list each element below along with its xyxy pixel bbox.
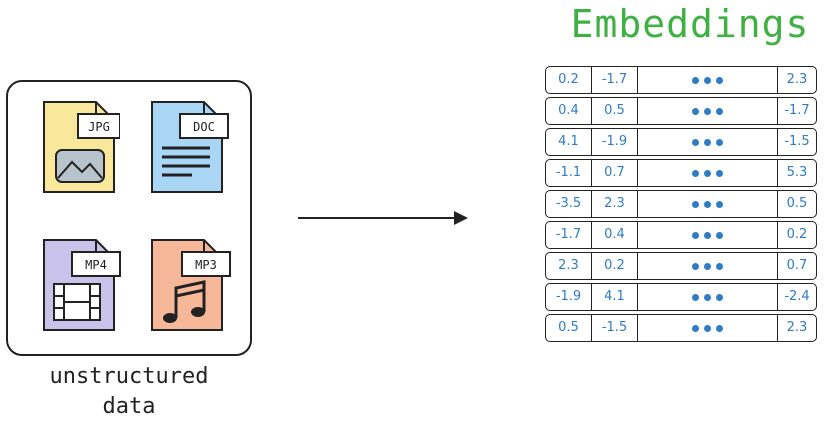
ellipsis-cell xyxy=(638,160,778,186)
dot-icon xyxy=(692,169,699,177)
embedding-value: 0.5 xyxy=(546,315,592,341)
ellipsis-dots-icon xyxy=(638,191,777,217)
embedding-value: -1.9 xyxy=(592,129,638,155)
ellipsis-dots-icon xyxy=(638,67,777,93)
dot-icon xyxy=(704,293,711,301)
doc-file-icon: DOC xyxy=(151,101,229,193)
dot-icon xyxy=(704,200,711,208)
ellipsis-dots-icon xyxy=(638,284,777,310)
embedding-value: 0.2 xyxy=(592,253,638,279)
mp4-file-label: MP4 xyxy=(85,258,107,272)
ellipsis-dots-icon xyxy=(638,315,777,341)
dot-icon xyxy=(692,231,699,239)
mp3-file-label: MP3 xyxy=(195,258,217,272)
ellipsis-cell xyxy=(638,129,778,155)
embedding-value: -1.7 xyxy=(546,222,592,248)
ellipsis-cell xyxy=(638,98,778,124)
ellipsis-cell xyxy=(638,315,778,341)
embedding-value: 2.3 xyxy=(546,253,592,279)
dot-icon xyxy=(704,231,711,239)
embedding-value: 2.3 xyxy=(592,191,638,217)
dot-icon xyxy=(716,200,723,208)
embedding-value: 4.1 xyxy=(546,129,592,155)
dot-icon xyxy=(692,107,699,115)
ellipsis-cell xyxy=(638,191,778,217)
dot-icon xyxy=(716,262,723,270)
embedding-value: 0.7 xyxy=(592,160,638,186)
unstructured-data-container xyxy=(6,80,252,356)
dot-icon xyxy=(704,107,711,115)
dot-icon xyxy=(716,169,723,177)
embedding-value: -2.4 xyxy=(784,289,810,304)
ellipsis-cell xyxy=(638,284,778,310)
ellipsis-dots-icon xyxy=(638,129,777,155)
embedding-value: 2.3 xyxy=(786,320,808,335)
dot-icon xyxy=(692,200,699,208)
dot-icon xyxy=(704,138,711,146)
caption-line-1: unstructured xyxy=(49,364,209,389)
embedding-value: 0.2 xyxy=(786,227,808,242)
embedding-row: 0.2-1.7 2.3 xyxy=(545,66,817,94)
embedding-value: 2.3 xyxy=(786,72,808,87)
dot-icon xyxy=(716,138,723,146)
mp4-file-icon: MP4 xyxy=(43,239,121,331)
dot-icon xyxy=(692,324,699,332)
dot-icon xyxy=(692,138,699,146)
dot-icon xyxy=(716,107,723,115)
dot-icon xyxy=(692,293,699,301)
ellipsis-cell xyxy=(638,253,778,279)
embedding-value: -1.5 xyxy=(784,134,810,149)
dot-icon xyxy=(716,231,723,239)
embedding-value: 0.2 xyxy=(546,67,592,93)
dot-icon xyxy=(692,76,699,84)
jpg-file-icon: JPG xyxy=(43,101,120,193)
embedding-value: -1.9 xyxy=(546,284,592,310)
dot-icon xyxy=(704,76,711,84)
ellipsis-cell xyxy=(638,67,778,93)
ellipsis-cell xyxy=(638,222,778,248)
dot-icon xyxy=(716,293,723,301)
jpg-file-label: JPG xyxy=(88,120,110,134)
embedding-value: 4.1 xyxy=(592,284,638,310)
caption-line-2: data xyxy=(102,394,156,419)
dot-icon xyxy=(692,262,699,270)
embedding-value: 0.4 xyxy=(592,222,638,248)
embedding-value: -3.5 xyxy=(546,191,592,217)
embeddings-title: Embeddings xyxy=(570,2,810,46)
embedding-value: 0.7 xyxy=(786,258,808,273)
embedding-value: 0.5 xyxy=(592,98,638,124)
mp3-file-icon: MP3 xyxy=(151,239,231,331)
embedding-value: -1.7 xyxy=(592,67,638,93)
ellipsis-dots-icon xyxy=(638,98,777,124)
embedding-value: 0.4 xyxy=(546,98,592,124)
dot-icon xyxy=(716,324,723,332)
ellipsis-dots-icon xyxy=(638,222,777,248)
embedding-value: -1.1 xyxy=(546,160,592,186)
dot-icon xyxy=(704,169,711,177)
embedding-value: -1.5 xyxy=(592,315,638,341)
doc-file-label: DOC xyxy=(193,120,215,134)
embedding-value: -1.7 xyxy=(784,103,810,118)
dot-icon xyxy=(704,262,711,270)
embedding-row: 0.5-1.5 2.3 xyxy=(545,314,817,342)
arrow-right-icon xyxy=(298,211,468,225)
dot-icon xyxy=(716,76,723,84)
dot-icon xyxy=(704,324,711,332)
ellipsis-dots-icon xyxy=(638,253,777,279)
embedding-value: 5.3 xyxy=(786,165,808,180)
ellipsis-dots-icon xyxy=(638,160,777,186)
embedding-value: 0.5 xyxy=(786,196,808,211)
embedding-row: 4.1-1.9 -1.5 xyxy=(545,128,817,156)
unstructured-data-caption: unstructured data xyxy=(0,362,258,422)
